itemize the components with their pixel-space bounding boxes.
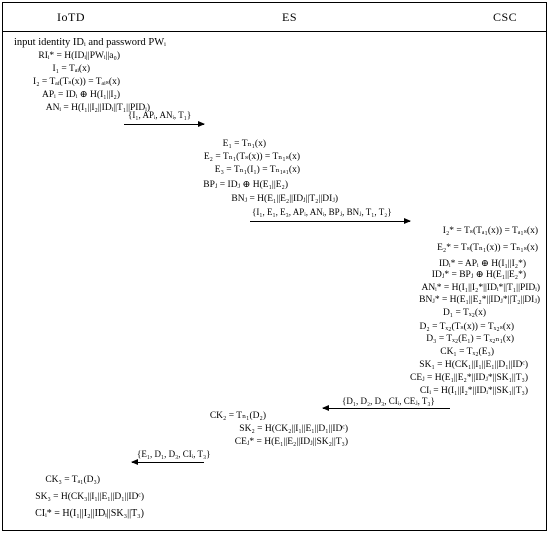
es-step-7: SK₂ = H(CK₂||I₁||E₁||D₁||IDᶜ) [239, 424, 348, 434]
message-4-label: {E₁, D₁, D₃, CIᵢ, T₃} [137, 449, 211, 459]
es-step-8: CEⱼ* = H(E₁||E₂||IDⱼ||SK₂||T₃) [234, 437, 348, 447]
es-step-4: BPⱼ = IDⱼ ⊕ H(E₁||E₂) [203, 180, 288, 190]
iotd-step-1: input identity IDᵢ and password PWᵢ [14, 37, 166, 48]
csc-step-10: CK₁ = Tₓ₂(E₃) [440, 347, 494, 357]
iotd-step-6: ANᵢ = H(I₁||I₂||IDᵢ||T₁||PIDᵢ) [45, 103, 150, 113]
header-divider [2, 31, 547, 32]
csc-step-8: D₂ = Tₓ₂(Tₛ(x)) = Tₓ₂ₛ(x) [419, 322, 514, 332]
iotd-step-3: I₁ = Tₐᵢ(x) [52, 64, 90, 74]
es-step-3: E₃ = Tₙ₁(I₁) = Tₙ₁ₐ₁(x) [214, 165, 300, 175]
csc-step-9: D₃ = Tₓ₂(E₁) = Tₓ₂ₙ₁(x) [426, 334, 514, 344]
iotd-step-9: CIᵢ* = H(I₁||I₂||IDᵢ||SK₃||T₃) [35, 508, 144, 519]
header-iotd: IoTD [57, 10, 85, 24]
csc-step-11: SK₁ = H(CK₁||I₁||E₁||D₁||IDᶜ) [419, 360, 528, 370]
csc-step-4: IDⱼ* = BPⱼ ⊕ H(E₁||E₂*) [431, 270, 526, 280]
csc-step-2: E₂* = Tₛ(Tₙ₁(x)) = Tₙ₁ₛ(x) [437, 243, 538, 253]
csc-step-6: BNⱼ* = H(E₁||E₂*||IDⱼ*||T₂||DIⱼ) [419, 295, 540, 305]
es-step-1: E₁ = Tₙ₁(x) [222, 139, 266, 149]
csc-step-5: ANᵢ* = H(I₁||I₂*||IDᵢ*||T₁||PIDᵢ) [421, 283, 540, 293]
es-step-2: E₂ = Tₙ₁(Tₛ(x)) = Tₙ₁ₛ(x) [203, 152, 300, 162]
message-1-label: {I₁, APᵢ, ANᵢ, T₁} [128, 110, 192, 120]
csc-step-7: D₁ = Tₓ₂(x) [442, 308, 486, 318]
csc-step-3: IDᵢ* = APᵢ ⊕ H(I₁||I₂*) [438, 259, 526, 269]
message-4-arrow [131, 459, 204, 465]
message-2-label: {I₁, E₁, E₃, APᵢ, ANᵢ, BPⱼ, BNⱼ, T₁, T₂} [252, 207, 392, 217]
message-3-label: {D₁, D₂, D₃, CIᵢ, CEⱼ, T₃} [342, 396, 435, 406]
iotd-step-5: APᵢ = IDᵢ ⊕ H(I₁||I₂) [41, 90, 120, 100]
iotd-step-2: RIᵢ* = H(IDᵢ||PWᵢ||a₀) [38, 51, 120, 61]
message-1-arrow [124, 121, 205, 127]
iotd-step-7: CK₃ = Tₐ₁(D₃) [45, 475, 100, 485]
iotd-step-8: SK₃ = H(CK₃||I₁||E₁||D₁||IDᶜ) [35, 492, 144, 502]
iotd-step-4: I₂ = Tₐᵢ(Tₛ(x)) = Tₐᵢₛ(x) [33, 77, 120, 87]
header-es: ES [282, 10, 298, 24]
csc-step-13: CIᵢ = H(I₁||I₂*||IDᵢ*||SK₁||T₃) [419, 386, 528, 396]
csc-step-12: CEⱼ = H(E₁||E₂*||IDⱼ*||SK₁||T₃) [410, 373, 528, 383]
csc-step-1: I₂* = Tₛ(Tₐ₁(x)) = Tₐ₁ₛ(x) [442, 226, 538, 236]
header-csc: CSC [493, 10, 518, 24]
es-step-5: BNⱼ = H(E₁||E₂||IDⱼ||T₂||DIⱼ) [231, 194, 338, 204]
message-2-arrow [250, 218, 411, 224]
message-3-arrow [322, 405, 450, 411]
es-step-6: CK₂ = Tₙ₁(D₂) [209, 411, 266, 421]
